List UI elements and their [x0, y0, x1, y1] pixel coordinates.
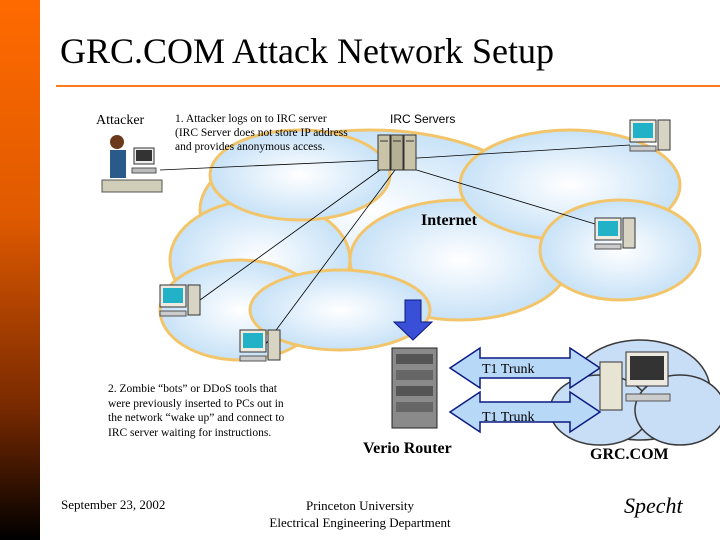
footer-date: September 23, 2002: [61, 497, 166, 512]
step-two-note: 2. Zombie “bots” or DDoS tools that were…: [108, 382, 284, 440]
irc-server-icon: [377, 134, 417, 171]
grc-com-label: GRC.COM: [590, 446, 669, 463]
internet-label: Internet: [421, 212, 477, 229]
zombie-pc-icon: [159, 284, 201, 317]
footer-org-line: Electrical Engineering Department: [269, 515, 451, 530]
step-one-note: 1. Attacker logs on to IRC server (IRC S…: [175, 112, 348, 154]
slide-title: GRC.COM Attack Network Setup: [60, 31, 554, 71]
connection-lines: [159, 144, 631, 346]
zombie-pc-icon: [239, 329, 281, 362]
note2-line: 2. Zombie “bots” or DDoS tools that: [108, 383, 277, 395]
note1-line: and provides anonymous access.: [175, 141, 326, 153]
verio-router-icon: [391, 347, 438, 429]
note1-line: (IRC Server does not store IP address: [175, 127, 348, 139]
note1-line: 1. Attacker logs on to IRC server: [175, 113, 327, 125]
internet-to-router-arrow: [392, 299, 434, 341]
zombie-pc-icon: [594, 217, 636, 250]
title-rule: [56, 85, 720, 87]
t1-trunk-bottom-label: T1 Trunk: [482, 410, 535, 425]
zombie-pc-icon: [629, 119, 671, 152]
network-diagram: [101, 119, 720, 446]
attacker-icon: [101, 135, 163, 193]
irc-servers-label: IRC Servers: [390, 112, 456, 126]
grc-server-icon: [599, 351, 671, 411]
note2-line: were previously inserted to PCs out in: [108, 397, 284, 410]
note2-line: the network “wake up” and connect to: [108, 412, 285, 424]
note2-line: IRC server waiting for instructions.: [108, 426, 272, 439]
t1-trunk-top-label: T1 Trunk: [482, 362, 535, 377]
attacker-label: Attacker: [96, 113, 145, 128]
orange-sidebar: [0, 0, 40, 540]
footer-org-line: Princeton University: [306, 498, 414, 513]
verio-router-label: Verio Router: [363, 440, 452, 457]
t1-trunk-bottom-arrow: [448, 390, 602, 434]
footer-author: Specht: [624, 493, 683, 518]
footer-organization: Princeton University Electrical Engineer…: [250, 497, 470, 531]
